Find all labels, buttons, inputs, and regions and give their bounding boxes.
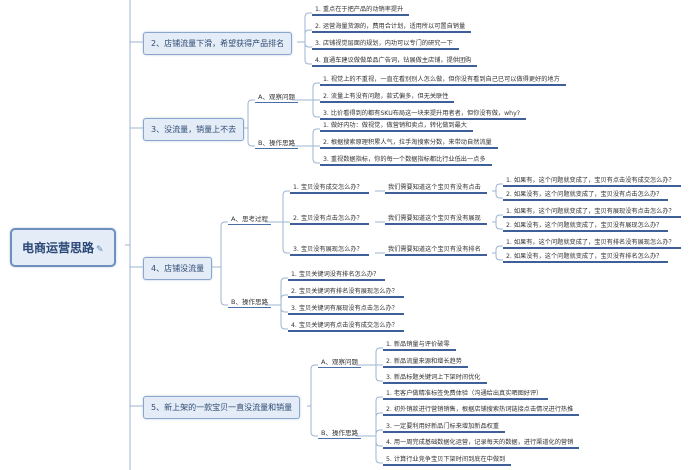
root-title: 电商运营思路 [22, 241, 95, 255]
leaf-connector [356, 364, 383, 382]
leaf-connector [265, 190, 290, 223]
group-label[interactable]: B、操作思路 [318, 427, 361, 439]
case-item[interactable]: 1. 如果有，这个问题就变成了，宝贝有点击没有成交怎么办？ [503, 175, 681, 187]
question-item[interactable]: 1. 宝贝没有成交怎么办？ [290, 182, 369, 194]
group-label[interactable]: A、观察问题 [255, 91, 298, 103]
leaf-item[interactable]: 2. 宝贝关键词有排名没有展现怎么办？ [288, 286, 404, 298]
leaf-item[interactable]: 3. 比价看得到的都有SKU布局这一块来提升用者者，但你没有做，why? [320, 108, 527, 120]
group-connector [307, 364, 318, 407]
leaf-item[interactable]: 2. 新品流量来源和增长趋势 [383, 356, 468, 368]
group-label[interactable]: B、操作思路 [255, 137, 298, 149]
leaf-item[interactable]: 3. 店铺视觉层面的规划，内功可以专门的研究一下 [312, 38, 459, 50]
group-label[interactable]: A、思考过程 [228, 213, 271, 225]
leaf-connector [492, 245, 503, 254]
group-label[interactable]: A、观察问题 [318, 356, 361, 368]
leaf-item[interactable]: 2. 运营海量货源的，费用合计划，适用所以可置自销量 [312, 21, 472, 33]
leaf-connector [356, 429, 383, 437]
leaf-connector [356, 435, 383, 464]
question-item[interactable]: 2. 宝贝没有点击怎么办？ [290, 213, 369, 225]
leaf-connector [492, 190, 503, 199]
need-item[interactable]: 我们需要知道这个宝贝有没有排名 [385, 244, 487, 256]
group-connector [243, 127, 255, 147]
leaf-connector [297, 41, 312, 65]
section-node-4[interactable]: 4、店铺没流量 [143, 257, 213, 280]
section-node-5[interactable]: 5、新上架的一款宝贝一直没流量和销量 [143, 396, 301, 419]
leaf-connector [265, 221, 290, 254]
leaf-connector [292, 82, 320, 101]
section-node-3[interactable]: 3、没流量，销量上不去 [143, 118, 245, 141]
leaf-connector [492, 214, 503, 223]
leaf-connector [492, 221, 503, 230]
group-label[interactable]: B、操作思路 [228, 296, 271, 308]
leaf-item[interactable]: 3. 重视数据指标，你的每一个数据指标都比行业低出一点多 [320, 154, 492, 166]
trunk-line [125, 0, 131, 470]
leaf-connector [292, 128, 320, 147]
leaf-connector [265, 294, 288, 306]
case-item[interactable]: 1. 如果有，这个问题就变成了，宝贝有排名没有展现怎么办？ [503, 237, 681, 249]
case-item[interactable]: 2. 如果没有，这个问题就变成了，宝贝没有点击怎么办？ [503, 189, 669, 201]
leaf-item[interactable]: 1. 做好内功：做视觉，做营销和卖点，转化做到最大 [320, 120, 473, 132]
leaf-item[interactable]: 4. 用一周完成基础数据化运营，记录每天的数据，进行渠道化的营销 [383, 437, 580, 449]
leaf-item[interactable]: 5. 计算行业竞争宝贝下架时间到底在中做到 [383, 454, 512, 466]
leaf-item[interactable]: 3. 新品标题关键词上下架时间优化 [383, 372, 487, 384]
group-connector [212, 221, 228, 268]
leaf-item[interactable]: 2. 根据搜索原理积累人气，拉手淘搜索分数，来带动自然流量 [320, 137, 498, 149]
leaf-connector [297, 29, 312, 43]
root-node[interactable]: 电商运营思路✎ [10, 228, 116, 267]
leaf-connector [356, 347, 383, 366]
leaf-item[interactable]: 4. 宝贝关键词有点击没有成交怎么办？ [288, 320, 404, 332]
leaf-connector [492, 183, 503, 192]
case-item[interactable]: 2. 如果没有，这个问题就变成了，宝贝没有展现怎么办？ [503, 220, 669, 232]
group-connector [307, 405, 318, 437]
leaf-item[interactable]: 1. 重点在于把产品的动销率提升 [312, 4, 410, 16]
need-item[interactable]: 我们需要知道这个宝贝有没有展现 [385, 213, 487, 225]
leaf-item[interactable]: 3. 宝贝关键词有展现没有点击怎么办？ [288, 303, 404, 315]
leaf-connector [492, 252, 503, 261]
leaf-item[interactable]: 1. 视觉上的不重视，一直在看别别人怎么做，但你没有看到自己已可以做得更好的地方 [320, 74, 566, 86]
leaf-connector [356, 412, 383, 437]
section-node-2[interactable]: 2、店铺流量下滑，希望获得产品排名 [143, 32, 293, 55]
leaf-item[interactable]: 1. 老客户做精准标签免费体验（沟通给出真实晒图好评） [383, 388, 549, 400]
pencil-icon: ✎ [96, 245, 104, 255]
leaf-item[interactable]: 3. 一定要利用好新品门标来增加新品权重 [383, 421, 506, 433]
leaf-item[interactable]: 2. 流量上有没有问题，款式偏多，但无关联性 [320, 91, 455, 103]
leaf-item[interactable]: 2. 初外销款进行营销销售，根据店铺搜索热词链接点击情况进行热推 [383, 404, 580, 416]
case-item[interactable]: 1. 如果有，这个问题就变成了，宝贝有展现没有点击怎么办？ [503, 206, 681, 218]
group-connector [212, 266, 228, 306]
leaf-connector [292, 99, 320, 118]
question-item[interactable]: 3. 宝贝没有展现怎么办？ [290, 244, 369, 256]
leaf-connector [265, 304, 288, 330]
leaf-connector [292, 145, 320, 164]
leaf-item[interactable]: 1. 新品销量与评价破零 [383, 339, 456, 351]
leaf-item[interactable]: 1. 宝贝关键词没有排名怎么办？ [288, 269, 386, 281]
case-item[interactable]: 2. 如果没有，这个问题就变成了，宝贝没有排名怎么办？ [503, 251, 669, 263]
need-item[interactable]: 我们需要知道这个宝贝有没有点击 [385, 182, 487, 194]
group-connector [243, 99, 255, 129]
leaf-item[interactable]: 4. 直通车建议做做单品广告词，钻展做主店铺，提供团购 [312, 55, 478, 67]
